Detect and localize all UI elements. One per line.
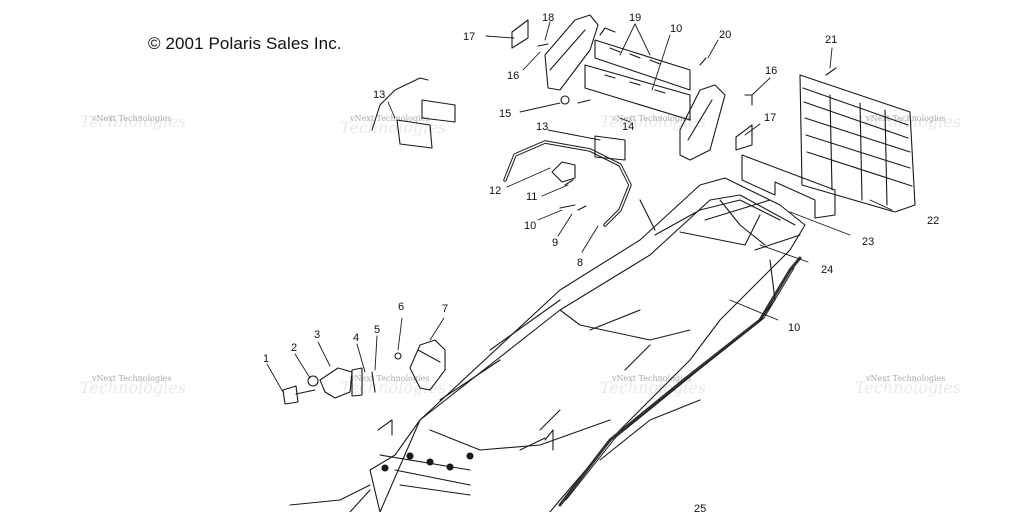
callout-7: 7: [442, 303, 448, 315]
watermark: vNext Technologies: [612, 374, 692, 383]
callout-8: 8: [577, 257, 583, 269]
callout-22: 22: [927, 215, 939, 227]
watermark-ghost: Technologies: [340, 118, 446, 137]
callout-19: 19: [629, 12, 641, 24]
watermark-ghost: Technologies: [340, 378, 446, 397]
rear-rack: [544, 14, 726, 161]
callout-14: 14: [622, 121, 634, 133]
callout-4: 4: [353, 332, 359, 344]
watermark-ghost: Technologies: [855, 112, 961, 131]
watermark-ghost: Technologies: [80, 378, 186, 397]
callout-16: 16: [765, 65, 777, 77]
hardware: [282, 43, 837, 405]
watermark: vNext Technologies: [350, 374, 430, 383]
callout-12: 12: [489, 185, 501, 197]
callout-3: 3: [314, 329, 320, 341]
callout-20: 20: [719, 29, 731, 41]
callout-10: 10: [524, 220, 536, 232]
callout-25: 25: [694, 503, 706, 512]
callout-24: 24: [821, 264, 833, 276]
watermark: vNext Technologies: [350, 114, 430, 123]
callout-17: 17: [764, 112, 776, 124]
callout-6: 6: [398, 301, 404, 313]
taillight: [371, 77, 626, 161]
callout-11: 11: [526, 191, 537, 203]
watermark: vNext Technologies: [92, 114, 172, 123]
callout-17: 17: [463, 31, 475, 43]
callout-10: 10: [788, 322, 800, 334]
callout-5: 5: [374, 324, 380, 336]
watermark: vNext Technologies: [866, 374, 946, 383]
callout-9: 9: [552, 237, 558, 249]
decals: [511, 19, 753, 151]
watermark: vNext Technologies: [866, 114, 946, 123]
callout-15: 15: [499, 108, 511, 120]
rear-bumper-bar: [503, 140, 632, 227]
chassis-tunnel: [289, 177, 806, 512]
callout-1: 1: [263, 353, 269, 365]
leader-lines: [266, 21, 893, 393]
callout-18: 18: [542, 12, 554, 24]
callout-2: 2: [291, 342, 297, 354]
watermark: vNext Technologies: [612, 114, 692, 123]
watermark-ghost: Technologies: [855, 378, 961, 397]
callout-13: 13: [536, 121, 548, 133]
callout-21: 21: [825, 34, 837, 46]
callout-labels: 1 2 3 4 5 6 7 8 9 10 10 10 11 12 13 13 1…: [263, 12, 939, 512]
callout-23: 23: [862, 236, 874, 248]
snow-flap: [799, 74, 916, 213]
watermark: vNext Technologies: [92, 374, 172, 383]
callout-13: 13: [373, 89, 385, 101]
watermark-ghost: Technologies: [80, 112, 186, 131]
copyright-notice: © 2001 Polaris Sales Inc.: [148, 34, 342, 53]
callout-16: 16: [507, 70, 519, 82]
flap-bracket: [741, 154, 836, 219]
callout-10: 10: [670, 23, 682, 35]
